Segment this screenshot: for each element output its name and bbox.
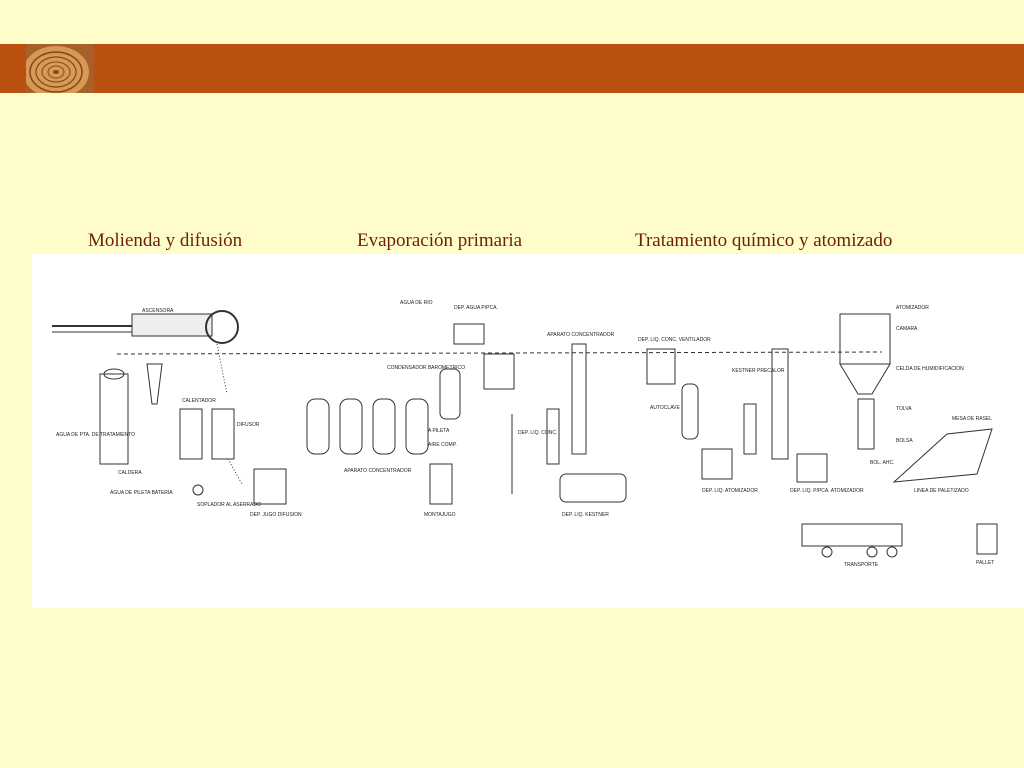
dep-liq-atomizador-tank	[701, 448, 733, 480]
label-dep-liq-p-atom: DEP. LIQ. P/PCA. ATOMIZADOR	[790, 488, 864, 494]
difusor-vessel	[211, 408, 235, 460]
evaporator-4	[405, 398, 429, 455]
kestner-column	[546, 408, 560, 465]
process-flow-diagram: ASCENSORA AGUA DE PTA. DE TRATAMIENTO CA…	[32, 254, 1024, 608]
label-montajugo: MONTAJUGO	[424, 512, 456, 518]
section-title-evaporacion: Evaporación primaria	[357, 230, 523, 251]
autoclave-vessel	[681, 383, 699, 440]
calentador-vessel	[179, 408, 203, 460]
label-dep-liq-atomizador: DEP. LIQ. ATOMIZADOR	[702, 488, 758, 494]
label-celda: CELDA DE HUMIDIFICACION	[896, 366, 964, 372]
section-tratamiento: DEP. LIQ. CONC. VENTILADOR AUTOCLAVE KES…	[638, 305, 998, 568]
atomizador-chamber	[839, 313, 891, 365]
dep-liq-p-atom-tank	[796, 453, 828, 483]
evaporator-2	[339, 398, 363, 455]
cyclone	[146, 363, 163, 405]
evaporator-3	[372, 398, 396, 455]
ascensora-log	[131, 313, 213, 337]
label-agua-pileta: AGUA DE PILETA BATERIA	[110, 490, 173, 496]
main-steam-line	[116, 351, 883, 355]
label-a-pileta: A PILETA	[428, 428, 450, 434]
truck-wheel-3	[886, 546, 898, 558]
label-autoclave: AUTOCLAVE	[650, 405, 680, 411]
mesa-rasel	[892, 428, 993, 483]
label-bol-ahc: BOL. AHC.	[870, 460, 894, 466]
truck-wheel-2	[866, 546, 878, 558]
label-calentador: CALENTADOR	[182, 398, 216, 404]
condensador-vessel	[439, 368, 461, 420]
tolva-column	[857, 398, 875, 450]
label-transporte: TRANSPORTE	[844, 562, 879, 568]
label-condensador: CONDENSADOR BAROMETRICO	[387, 365, 465, 371]
label-dep-jugo: DEP. JUGO DIFUSION	[250, 512, 302, 518]
label-kestner: KESTNER PRECALOR	[732, 368, 785, 374]
label-bolsa: BOLSA	[896, 438, 913, 444]
label-ascensora: ASCENSORA	[142, 308, 174, 314]
section-molienda: ASCENSORA AGUA DE PTA. DE TRATAMIENTO CA…	[52, 308, 302, 518]
label-tolva: TOLVA	[896, 406, 912, 412]
section-evaporacion: AGUA DE RIO DEP. AGUA P/PCA. CONDENSADOR…	[306, 300, 557, 518]
montajugo-tank	[429, 463, 453, 505]
label-atomizador: ATOMIZADOR	[896, 305, 929, 311]
label-dep-kestner: DEP. LIQ. KESTNER	[562, 512, 609, 518]
truck-body	[801, 523, 903, 547]
wood-logo	[23, 44, 94, 98]
kestner-precalor-2	[771, 348, 789, 460]
label-aire-comp: AIRE COMP.	[428, 442, 457, 448]
label-dep-liq-ventilador: DEP. LIQ. CONC. VENTILADOR	[638, 337, 711, 343]
dep-liq-conc-tank	[483, 353, 515, 390]
label-mesa: MESA DE RASEL	[952, 416, 992, 422]
aparato-conc-column	[571, 343, 587, 455]
label-caldera: CALDERA	[118, 470, 142, 476]
soplador-icon	[192, 484, 204, 496]
section-concentrador: APARATO CONCENTRADOR DEP. LIQ. KESTNER	[546, 332, 627, 518]
evaporator-1	[306, 398, 330, 455]
caldera-vessel	[99, 373, 129, 465]
header-bar	[0, 44, 1024, 93]
label-agua-pta: AGUA DE PTA. DE TRATAMIENTO	[56, 432, 135, 438]
label-dep-liq-conc: DEP. LIQ. CONC.	[518, 430, 557, 436]
section-title-molienda: Molienda y difusión	[88, 230, 243, 251]
label-camara: CAMARA	[896, 326, 918, 332]
label-agua-rio: AGUA DE RIO	[400, 300, 433, 306]
label-dep-agua: DEP. AGUA P/PCA.	[454, 305, 498, 311]
dep-agua-tank	[453, 323, 485, 345]
label-aparato-conc2: APARATO CONCENTRADOR	[547, 332, 615, 338]
section-title-tratamiento: Tratamiento químico y atomizado	[635, 230, 893, 251]
dep-kestner-tank	[559, 473, 627, 503]
chipper-wheel	[205, 310, 239, 344]
pallet-stack	[976, 523, 998, 555]
label-aparato-conc: APARATO CONCENTRADOR	[344, 468, 412, 474]
label-difusor: DIFUSOR	[237, 422, 260, 428]
dep-jugo-tank	[253, 468, 287, 505]
dep-liq-ventilador-tank	[646, 348, 676, 385]
atomizador-cone	[839, 363, 891, 395]
kestner-precalor-1	[743, 403, 757, 455]
truck-wheel-1	[821, 546, 833, 558]
label-linea-paletizado: LINEA DE PALETIZADO	[914, 488, 969, 494]
label-pallet: PALLET	[976, 560, 994, 566]
label-soplador: SOPLADOR AL ASERRADO	[197, 502, 261, 508]
